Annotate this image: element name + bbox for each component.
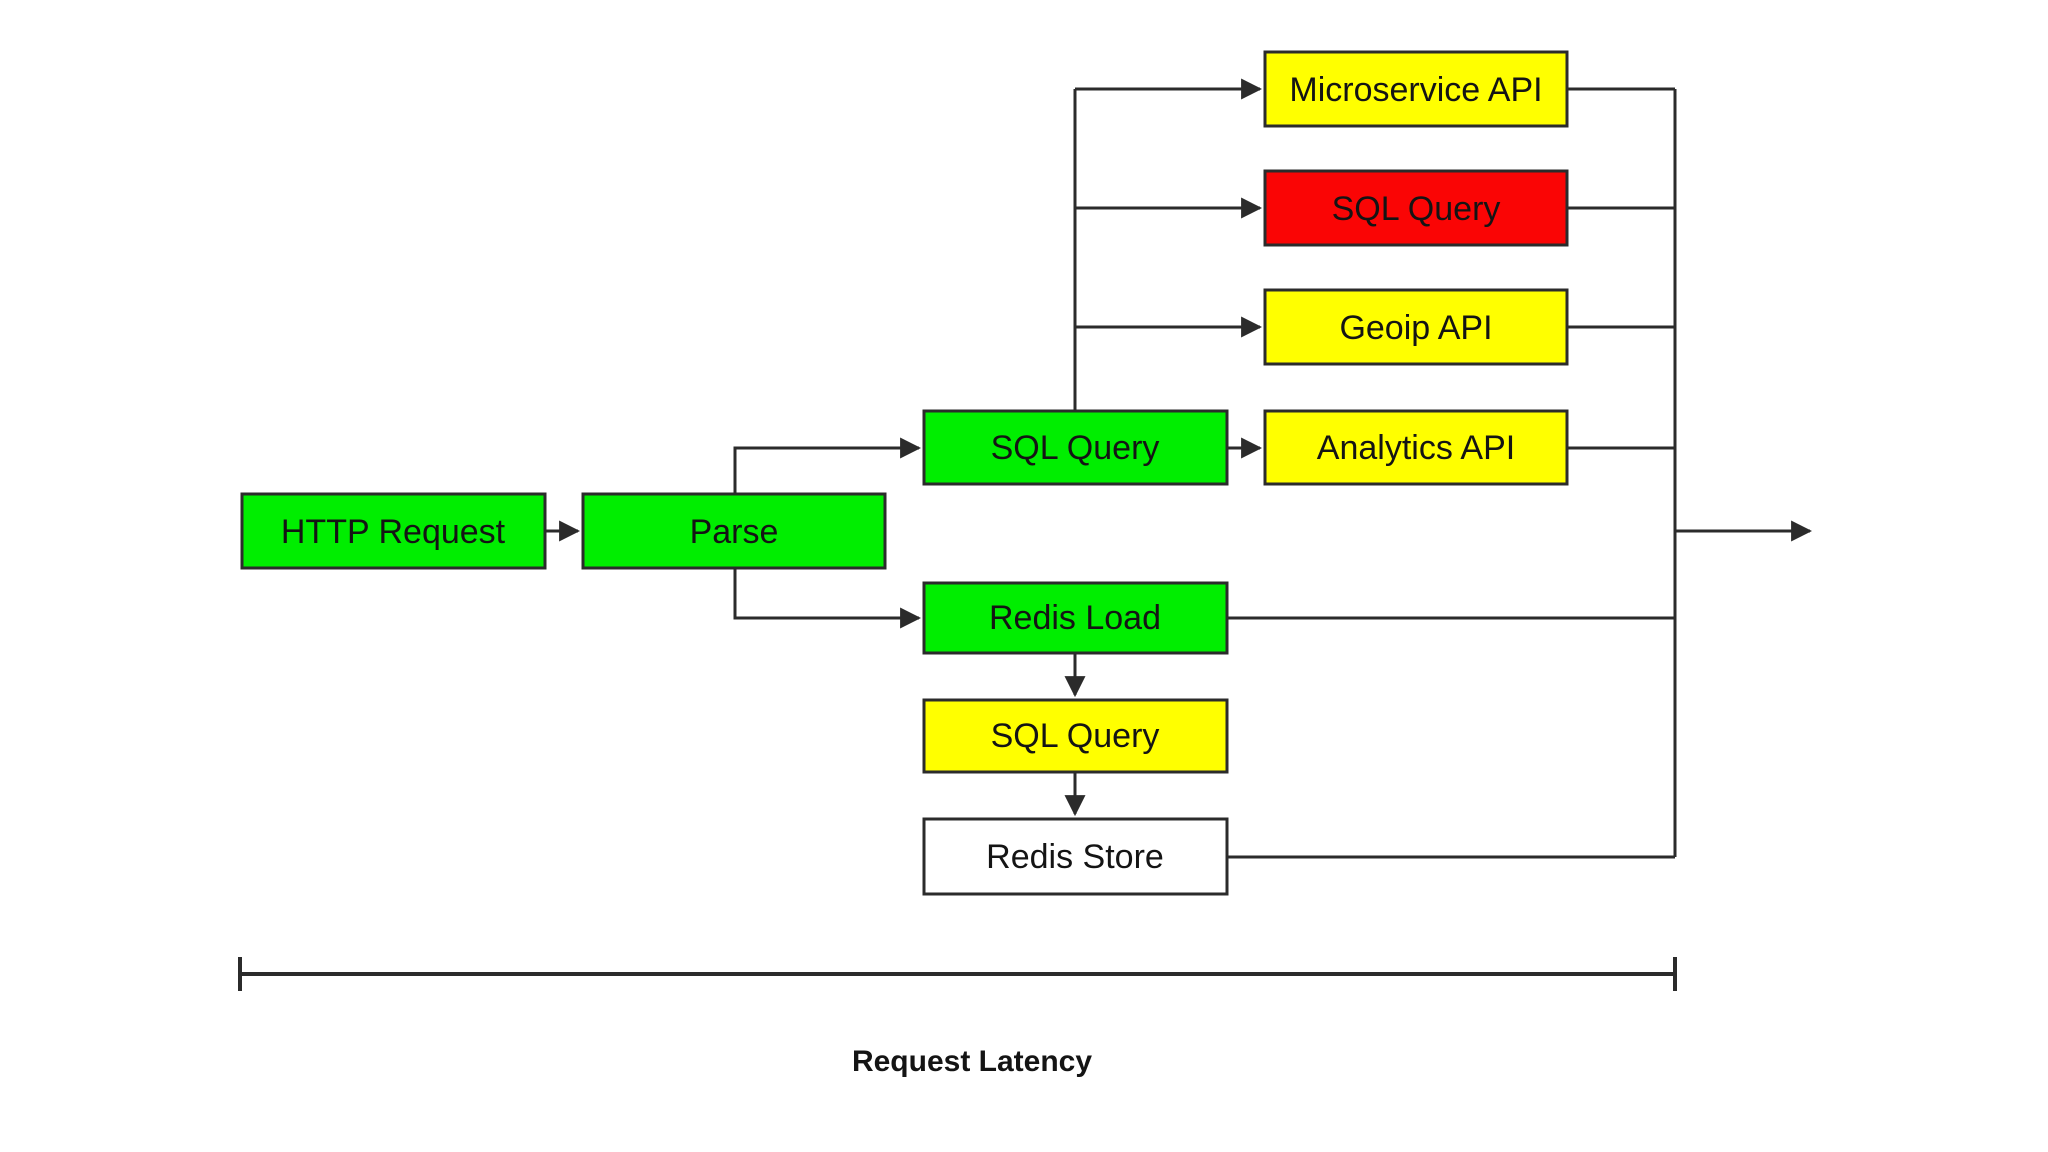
node-redis-store-label: Redis Store [986,838,1164,876]
node-geoip-api-label: Geoip API [1339,309,1492,347]
node-redis-store-rect[interactable] [922,817,1229,896]
node-redis-store[interactable]: Redis Store [922,817,1229,896]
node-analytics-api-label: Analytics API [1317,429,1515,467]
node-parse[interactable]: Parse [581,492,887,570]
node-sql-query-red-label: SQL Query [1332,190,1501,228]
node-microservice-api-label: Microservice API [1289,71,1542,109]
node-http-request-label: HTTP Request [281,513,506,551]
latency-axis-label: Request Latency [852,1045,1092,1078]
node-redis-load[interactable]: Redis Load [922,581,1229,655]
node-redis-load-label: Redis Load [989,599,1161,637]
node-http-request[interactable]: HTTP Request [240,492,547,570]
node-parse-label: Parse [690,513,779,551]
node-parse-rect[interactable] [581,492,887,570]
node-sql-query-green-label: SQL Query [991,429,1160,467]
node-geoip-api[interactable]: Geoip API [1263,288,1569,366]
node-sql-query-yellow-label: SQL Query [991,717,1160,755]
node-sql-query-green[interactable]: SQL Query [922,409,1229,486]
node-analytics-api-rect[interactable] [1263,409,1569,486]
node-redis-load-rect[interactable] [922,581,1229,655]
edge-parse-to-sql-query-green [733,437,922,494]
edge-parse-to-redis-load [733,568,922,629]
node-analytics-api[interactable]: Analytics API [1263,409,1569,486]
node-sql-query-red-rect[interactable] [1263,169,1569,247]
node-layer: HTTP Request Parse SQL Query Redis Load … [240,50,1569,896]
node-microservice-api-rect[interactable] [1263,50,1569,128]
node-geoip-api-rect[interactable] [1263,288,1569,366]
node-http-request-rect[interactable] [240,492,547,570]
node-sql-query-yellow-rect[interactable] [922,698,1229,774]
node-sql-query-green-rect[interactable] [922,409,1229,486]
latency-axis: Request Latency [238,957,1677,1078]
node-microservice-api[interactable]: Microservice API [1263,50,1569,128]
node-sql-query-yellow[interactable]: SQL Query [922,698,1229,774]
node-sql-query-red[interactable]: SQL Query [1263,169,1569,247]
edge-layer [545,78,1813,859]
